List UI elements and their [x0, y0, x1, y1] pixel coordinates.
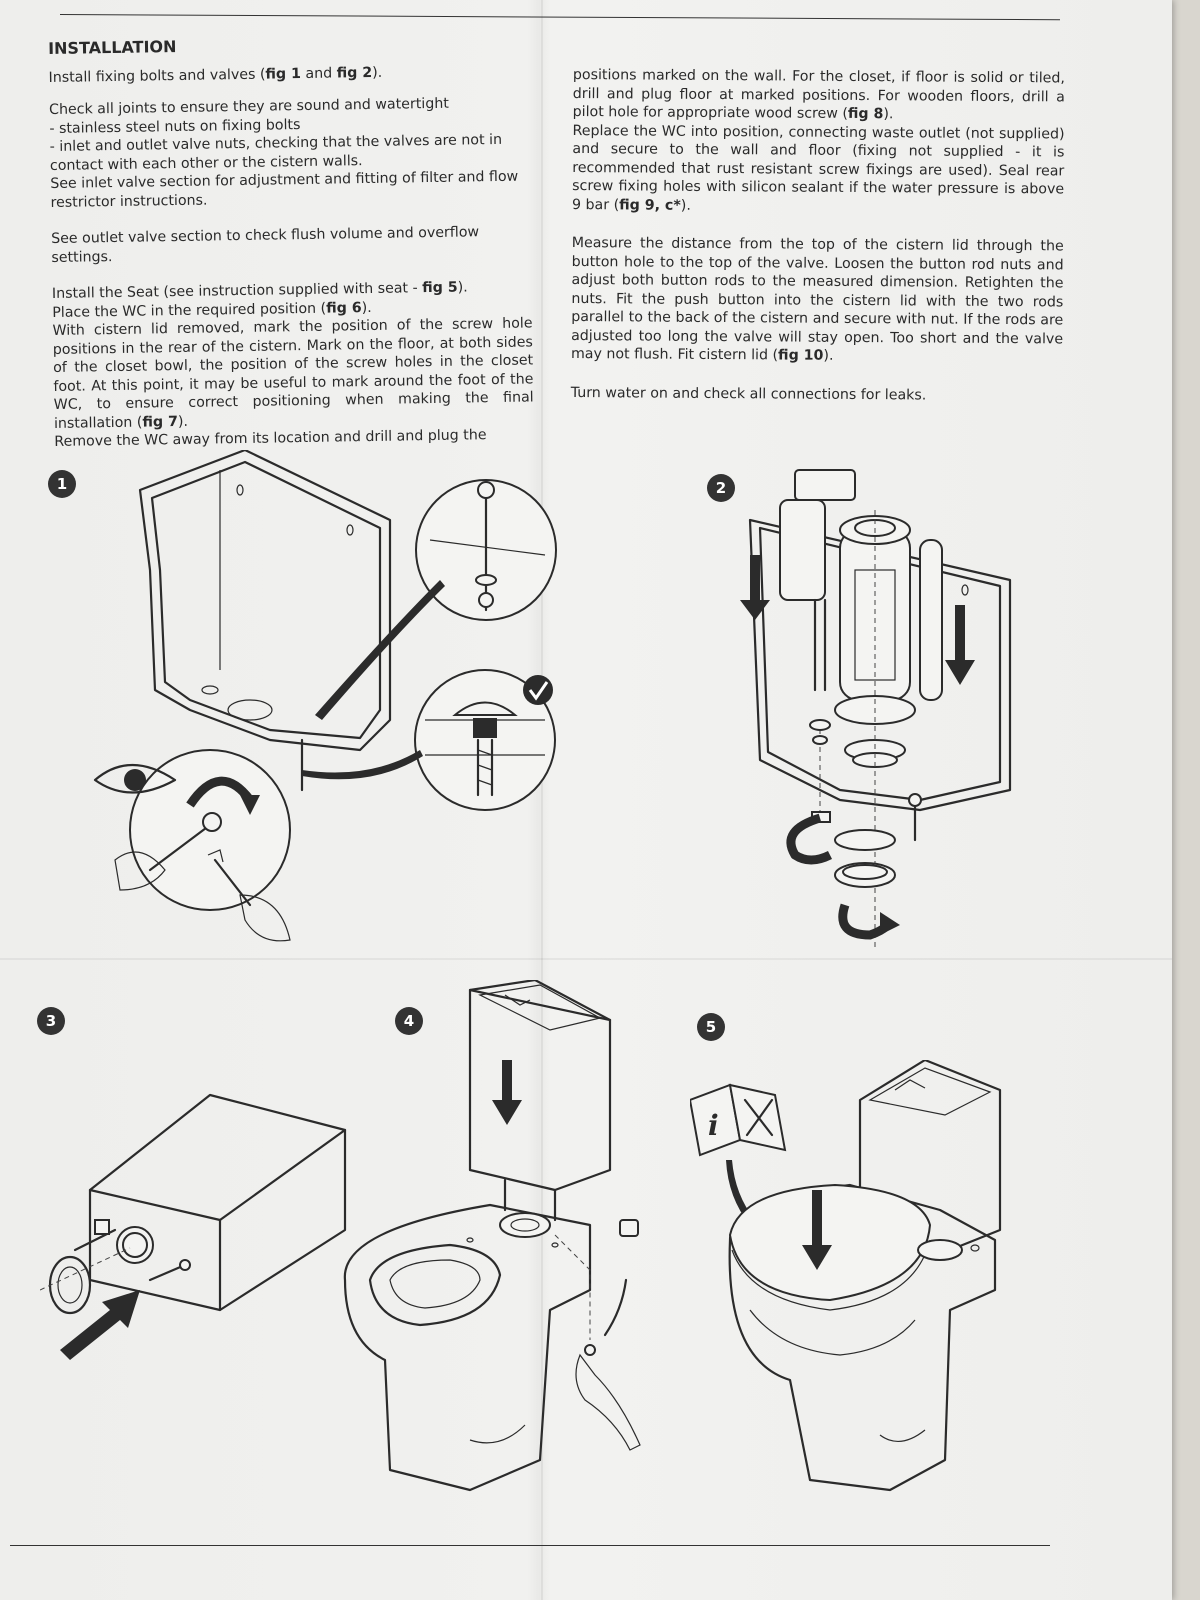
rotate-arrow-icon — [786, 813, 900, 940]
bolt-detail-circle — [415, 479, 557, 621]
figure-1-cistern-bolts-diagram — [93, 450, 557, 942]
fixing-detail — [575, 1219, 641, 1451]
toilet-with-seat — [728, 1183, 997, 1492]
paragraph-install-seat: Install the Seat (see instruction suppli… — [51, 279, 534, 450]
figure-4-badge: 4 — [395, 1007, 423, 1035]
paragraph-outlet-valve: See outlet valve section to check flush … — [51, 224, 480, 266]
bottom-rule — [10, 1545, 1050, 1546]
page-title: INSTALLATION — [47, 36, 177, 58]
paper-fold-vertical — [541, 0, 543, 1600]
paragraph-install-bolts: Install fixing bolts and valves (fig 1 a… — [48, 64, 383, 86]
figure-2-badge: 2 — [707, 474, 735, 502]
instruction-sheet: INSTALLATION Install fixing bolts and va… — [0, 0, 1172, 1600]
svg-text:i: i — [708, 1109, 719, 1142]
figure-5-fit-seat-diagram: i — [690, 1060, 1002, 1492]
toilet-pan — [343, 1203, 592, 1492]
rotate-arrow-icon — [186, 776, 260, 815]
figure-5-badge: 5 — [697, 1013, 725, 1041]
outlet-valve — [834, 515, 943, 768]
paragraph-drill-and-secure: positions marked on the wall. For the cl… — [571, 66, 1065, 214]
wrench-icon — [207, 849, 252, 907]
eye-icon — [93, 763, 177, 794]
nut-detail-circle — [414, 669, 556, 811]
figure-3-badge: 3 — [37, 1007, 65, 1035]
screwdriver-icon — [743, 1098, 774, 1137]
figure-2-valve-assembly-diagram — [740, 469, 1012, 950]
checkmark-icon — [523, 675, 553, 705]
cistern — [468, 980, 612, 1222]
figure-1-badge: 1 — [48, 470, 76, 498]
info-book-icon: i — [690, 1083, 787, 1157]
right-text-column: positions marked on the wall. For the cl… — [571, 66, 1065, 419]
paragraph-button-rods: Measure the distance from the top of the… — [570, 234, 1064, 364]
figure-4-fit-cistern-diagram — [343, 980, 641, 1492]
down-arrow-icon — [740, 555, 975, 685]
left-text-column: INSTALLATION Install fixing bolts and va… — [48, 32, 535, 465]
cistern-cutaway — [138, 450, 392, 792]
top-rule — [59, 14, 1060, 21]
figure-3-cistern-rear-diagram — [40, 1093, 347, 1360]
tightening-detail-circle — [93, 749, 291, 942]
paper-fold-horizontal — [0, 958, 1172, 960]
valve-thread — [73, 1219, 154, 1264]
paragraph-check-leaks: Turn water on and check all connections … — [570, 384, 927, 403]
paragraph-check-joints: Check all joints to ensure they are soun… — [48, 95, 519, 211]
inlet-valve — [779, 469, 856, 692]
